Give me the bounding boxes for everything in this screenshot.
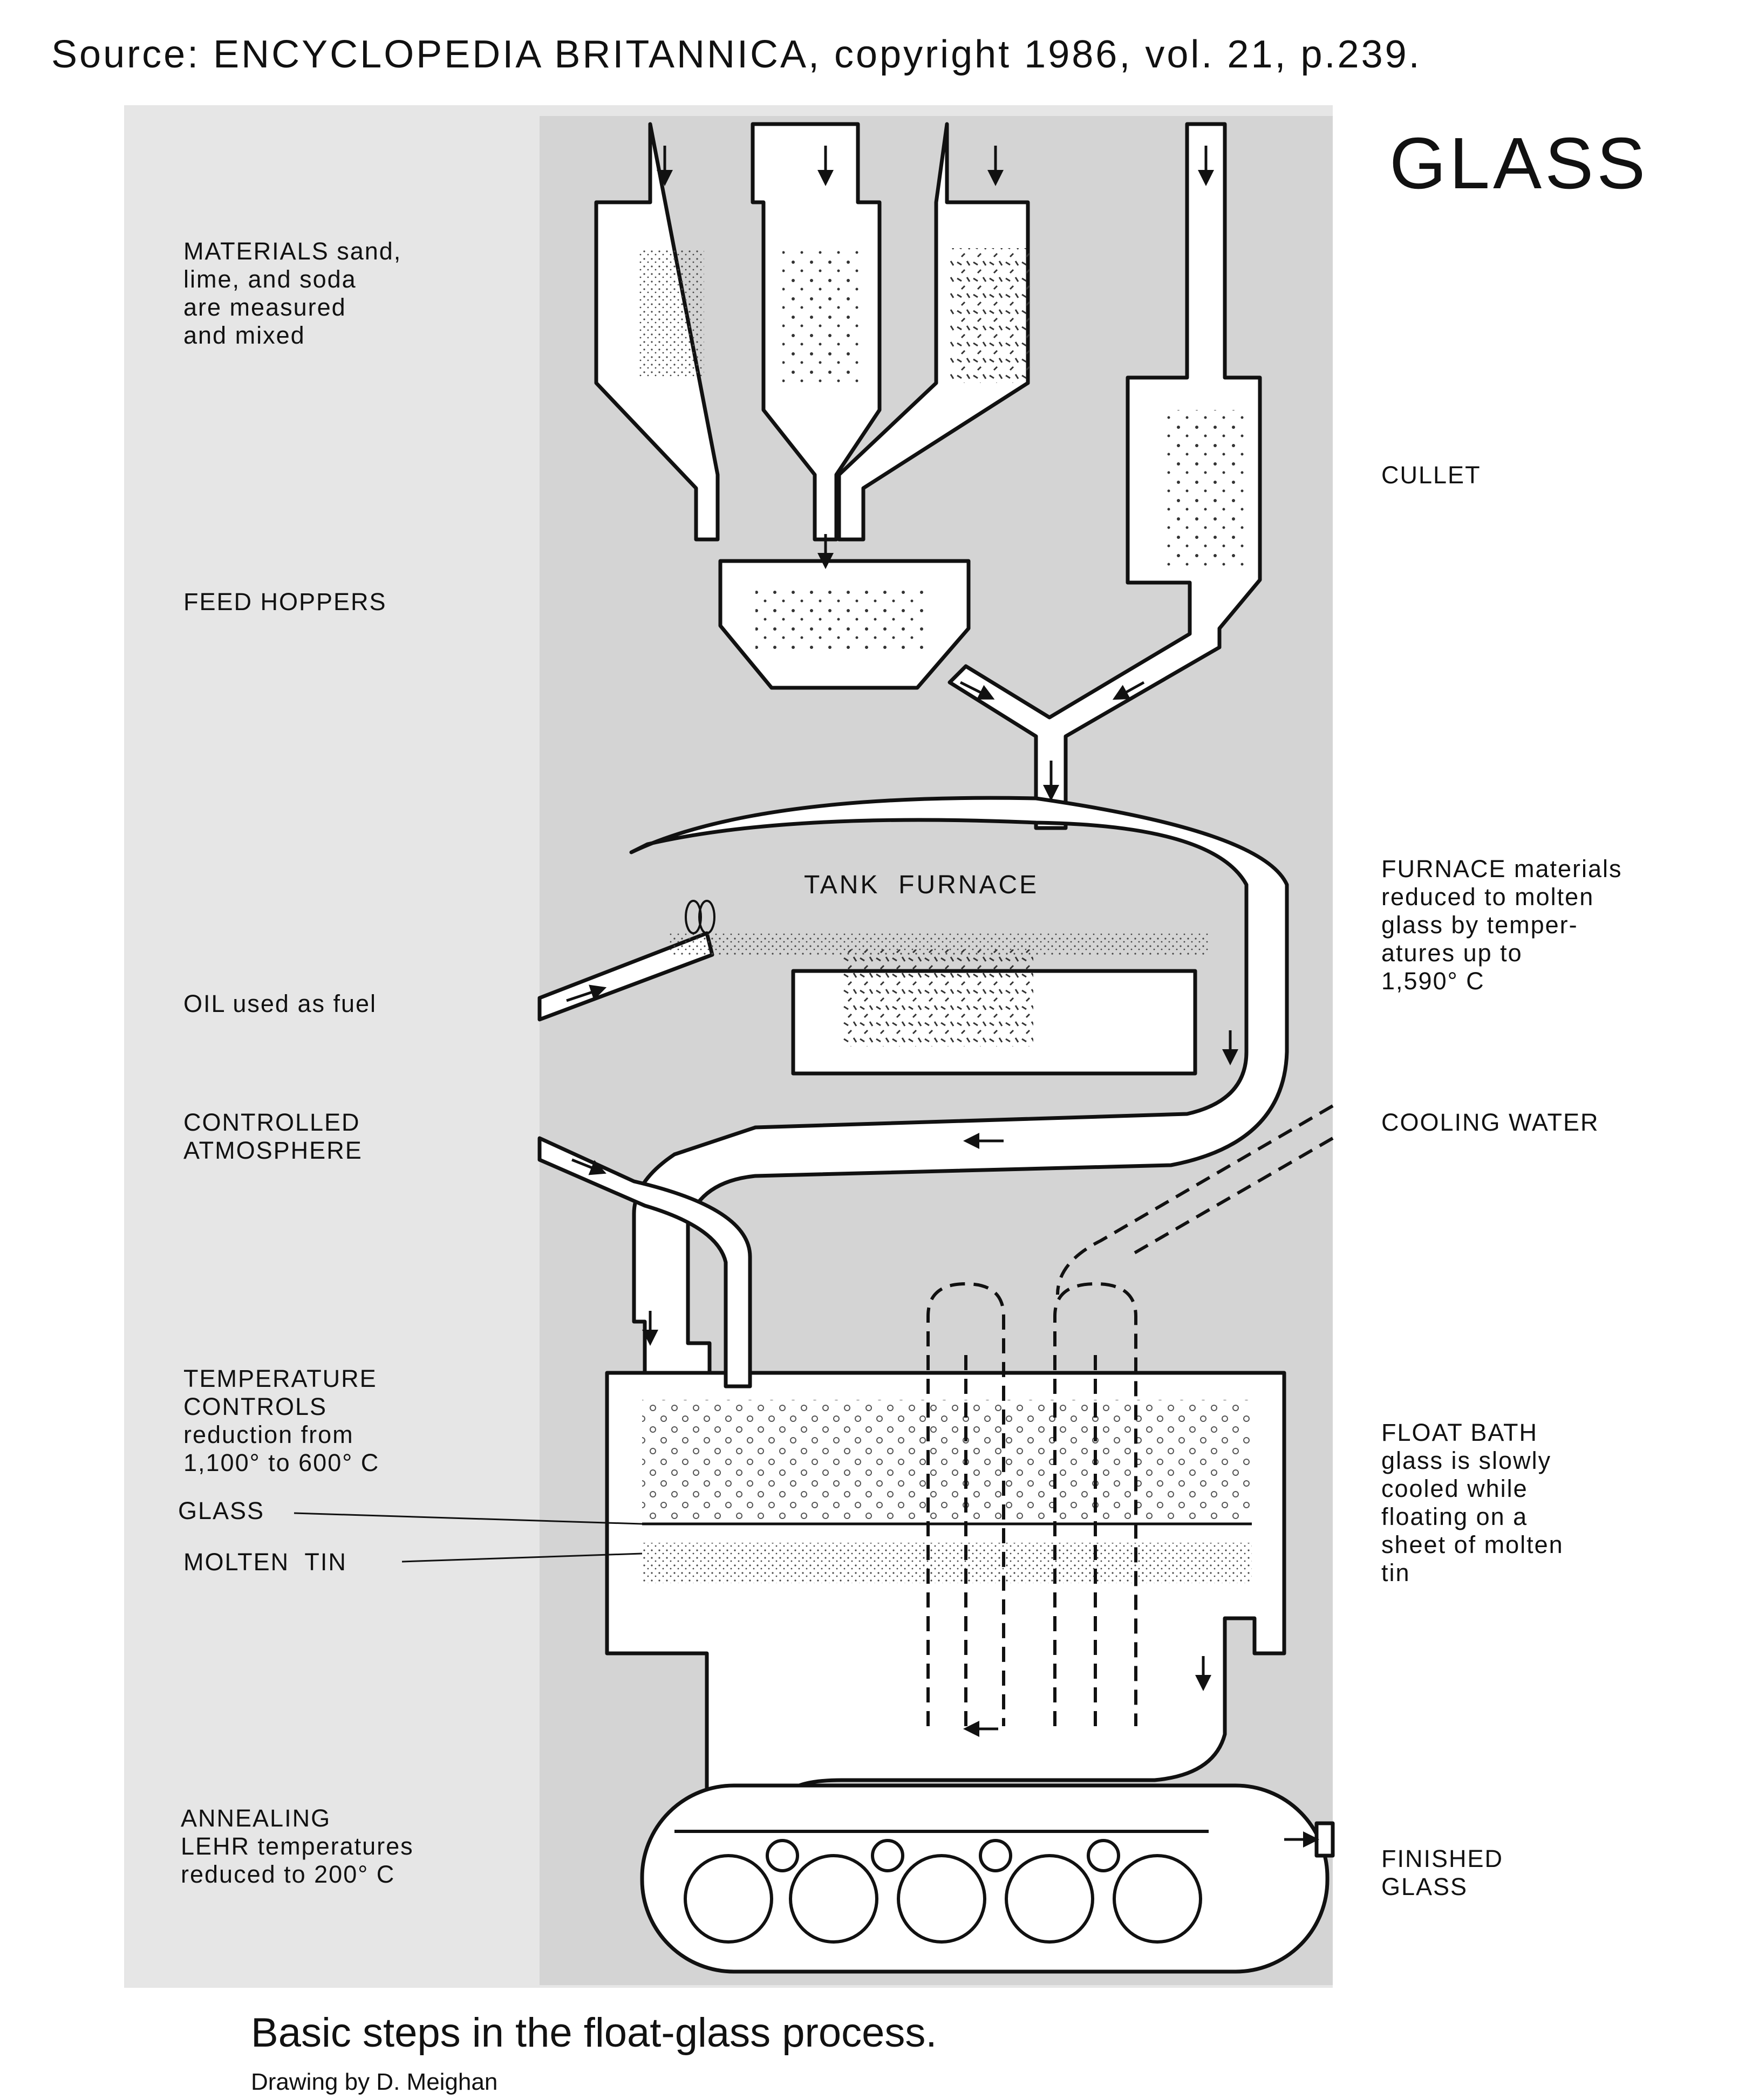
lehr-roller [897,1854,986,1944]
drawing-credit: Drawing by D. Meighan [251,2069,498,2095]
atmosphere-duct [537,1136,752,1388]
soda-hopper [837,122,1030,542]
lehr-roller-small [1087,1839,1120,1872]
cullet-label: CULLET [1381,461,1481,489]
lehr-roller [789,1854,878,1944]
molten-tin-label: MOLTEN TIN [183,1548,347,1576]
lehr-roller [1113,1854,1202,1944]
cullet-fill [1163,410,1244,572]
float-bath-label: FLOAT BATH glass is slowly cooled while … [1381,1419,1564,1586]
oil-label: OIL used as fuel [183,990,377,1017]
mix-fill [755,585,928,653]
sand-fill [639,248,704,378]
cooling-water-pipe [1056,1104,1334,1295]
molten-glass [842,949,1033,1046]
lehr-roller [684,1854,773,1944]
flow-arrow [571,1158,606,1175]
bath-atmosphere [642,1400,1252,1521]
furnace-label: FURNACE materials reduced to molten glas… [1381,855,1623,995]
lehr-roller-small [979,1839,1012,1872]
figure-caption: Basic steps in the float-glass process. [251,2010,937,2056]
page-title: GLASS [1389,122,1649,204]
flow-arrow [959,681,995,700]
soda-fill [950,248,1031,383]
lehr-roller-small [871,1839,904,1872]
tank-furnace-label: TANK FURNACE [804,871,1039,899]
finished-glass-outlet [1314,1821,1335,1858]
glass-label: GLASS [178,1497,265,1524]
cullet-chute [947,122,1262,830]
flame-icon [685,900,702,934]
lehr-roller-small [766,1839,799,1872]
tin-leader-line [401,1552,643,1563]
flow-arrow [566,984,607,1002]
annealing-label: ANNEALING LEHR temperatures reduced to 2… [181,1804,414,1888]
controlled-atmosphere-label: CONTROLLED ATMOSPHERE [183,1109,363,1164]
temperature-controls-label: TEMPERATURE CONTROLS reduction from 1,10… [183,1365,380,1476]
lime-fill [782,248,863,388]
glass-leader-line [294,1512,643,1525]
furnace-surface [669,933,1209,955]
molten-tin-layer [642,1543,1252,1583]
feed-hoppers-label: FEED HOPPERS [183,588,387,615]
finished-glass-label: FINISHED GLASS [1381,1845,1504,1900]
materials-label: MATERIALS sand, lime, and soda are measu… [183,237,402,349]
flow-arrow [1112,681,1145,700]
flame-icon [698,900,715,934]
lehr-roller [1005,1854,1094,1944]
cooling-water-label: COOLING WATER [1381,1109,1599,1136]
source-citation: Source: ENCYCLOPEDIA BRITANNICA, copyrig… [51,33,1422,76]
